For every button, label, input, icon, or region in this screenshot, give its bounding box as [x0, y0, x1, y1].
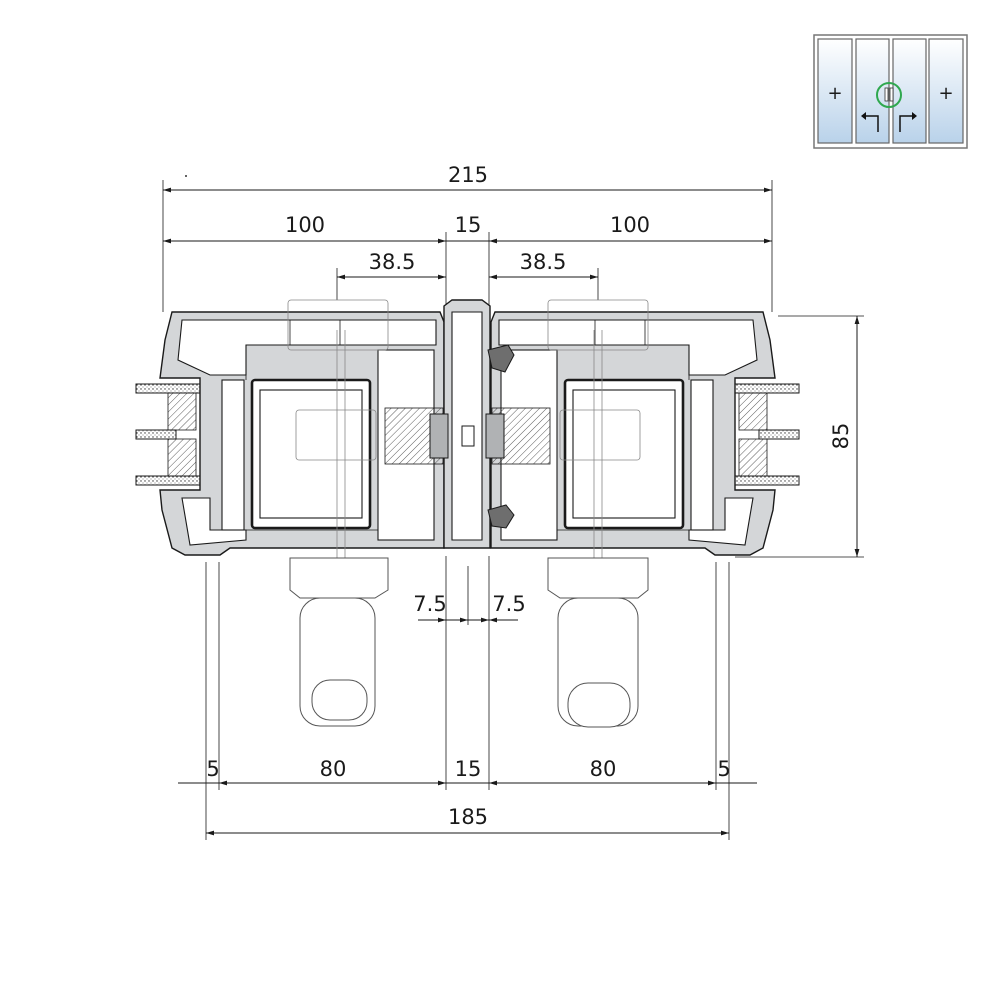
dim-overall-width-top: 215 — [448, 163, 488, 187]
dim-center-width-top: 15 — [455, 213, 482, 237]
thumb-panel-center-right — [892, 38, 927, 144]
dim-overall-width-bottom: 185 — [448, 805, 488, 829]
thumb-panel-left — [817, 38, 853, 144]
thumb-panel-right — [928, 38, 964, 144]
right-handle-ghost — [547, 299, 649, 600]
dim-right-interlock-gap: 7.5 — [492, 592, 525, 616]
dim-right-sash-width: 100 — [610, 213, 650, 237]
dim-left-sash-width: 100 — [285, 213, 325, 237]
left-handle — [289, 557, 389, 727]
thumb-section-highlight — [876, 82, 902, 108]
window-thumbnail: + + — [813, 34, 968, 149]
bottom-dimensions: 7.5 7.5 5 80 15 80 5 185 — [178, 556, 757, 840]
top-dimensions: 215 100 15 100 38.5 38.5 — [162, 163, 773, 312]
dim-center-width-bottom: 15 — [455, 757, 482, 781]
right-sash-profile — [490, 311, 776, 556]
dim-left-handle-offset: 38.5 — [369, 250, 416, 274]
dim-right-edge: 5 — [717, 757, 730, 781]
left-handle-ghost — [287, 299, 389, 600]
thumb-slide-arrows-icon — [861, 112, 917, 132]
glazing-left — [135, 383, 201, 486]
profile-cross-section — [135, 299, 800, 728]
right-handle — [547, 557, 649, 728]
dim-right-handle-offset: 38.5 — [520, 250, 567, 274]
dim-left-edge: 5 — [206, 757, 219, 781]
dim-left-frame-width: 80 — [320, 757, 347, 781]
dim-left-interlock-gap: 7.5 — [413, 592, 446, 616]
thumb-fixed-symbol-left: + — [827, 83, 842, 104]
dim-right-frame-width: 80 — [590, 757, 617, 781]
dim-profile-height: 85 — [829, 423, 853, 450]
center-interlock — [384, 299, 551, 549]
height-dimension: 85 — [735, 315, 864, 558]
thumb-fixed-symbol-right: + — [938, 83, 953, 104]
glazing-right — [734, 383, 800, 486]
thumb-panel-center-left — [855, 38, 890, 144]
